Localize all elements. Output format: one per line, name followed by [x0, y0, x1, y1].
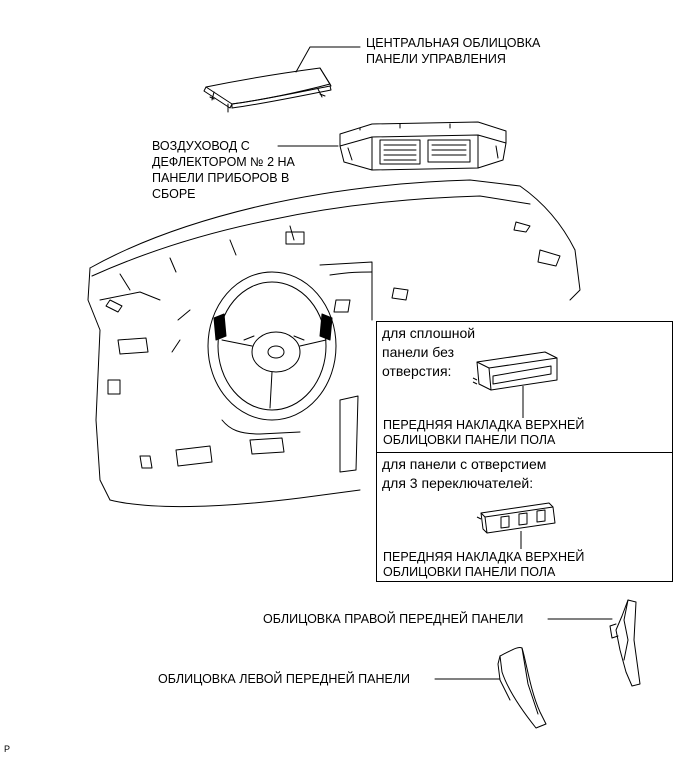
switches-cover-art — [476, 502, 556, 549]
center-panel-label: ЦЕНТРАЛЬНАЯ ОБЛИЦОВКА ПАНЕЛИ УПРАВЛЕНИЯ — [366, 35, 540, 67]
solid-title-line3: отверстия: — [382, 363, 452, 379]
figure-code: P — [4, 744, 11, 754]
center-panel-label-line2: ПАНЕЛИ УПРАВЛЕНИЯ — [366, 52, 506, 66]
solid-caption-line2: ОБЛИЦОВКИ ПАНЕЛИ ПОЛА — [383, 433, 556, 447]
switches-panel-box-caption: ПЕРЕДНЯЯ НАКЛАДКА ВЕРХНЕЙ ОБЛИЦОВКИ ПАНЕ… — [383, 550, 584, 580]
right-panel-part — [609, 599, 641, 687]
switches-title-line1: для панели с отверстием — [382, 456, 547, 472]
solid-title-line1: для сплошной — [382, 325, 476, 341]
leader-center-panel — [295, 46, 361, 73]
solid-panel-box: для сплошной панели без отверстия: ПЕРЕД… — [376, 321, 673, 454]
air-duct-label: ВОЗДУХОВОД С ДЕФЛЕКТОРОМ № 2 НА ПАНЕЛИ П… — [152, 138, 295, 202]
left-panel-part — [497, 647, 547, 729]
steering-wheel-art — [207, 271, 337, 421]
solid-panel-box-title: для сплошной панели без отверстия: — [382, 324, 475, 381]
switches-caption-line1: ПЕРЕДНЯЯ НАКЛАДКА ВЕРХНЕЙ — [383, 550, 585, 564]
solid-title-line2: панели без — [382, 344, 455, 360]
switches-panel-box-title: для панели с отверстием для 3 переключат… — [382, 455, 546, 493]
solid-cover-art — [472, 351, 558, 418]
air-duct-label-line2: ДЕФЛЕКТОРОМ № 2 НА — [152, 155, 295, 169]
switches-caption-line2: ОБЛИЦОВКИ ПАНЕЛИ ПОЛА — [383, 565, 556, 579]
center-panel-label-line1: ЦЕНТРАЛЬНАЯ ОБЛИЦОВКА — [366, 36, 541, 50]
right-panel-label: ОБЛИЦОВКА ПРАВОЙ ПЕРЕДНЕЙ ПАНЕЛИ — [263, 612, 524, 626]
switches-title-line2: для 3 переключателей: — [382, 475, 534, 491]
dashboard-art — [87, 179, 581, 508]
air-duct-label-line1: ВОЗДУХОВОД С — [152, 139, 250, 153]
switches-panel-box: для панели с отверстием для 3 переключат… — [376, 452, 673, 582]
center-panel-part — [203, 67, 332, 113]
solid-caption-line1: ПЕРЕДНЯЯ НАКЛАДКА ВЕРХНЕЙ — [383, 418, 585, 432]
air-duct-label-line4: СБОРЕ — [152, 187, 196, 201]
left-panel-label: ОБЛИЦОВКА ЛЕВОЙ ПЕРЕДНЕЙ ПАНЕЛИ — [158, 672, 411, 686]
air-duct-label-line3: ПАНЕЛИ ПРИБОРОВ В — [152, 171, 290, 185]
solid-panel-box-caption: ПЕРЕДНЯЯ НАКЛАДКА ВЕРХНЕЙ ОБЛИЦОВКИ ПАНЕ… — [383, 418, 584, 448]
air-duct-part — [339, 121, 507, 171]
